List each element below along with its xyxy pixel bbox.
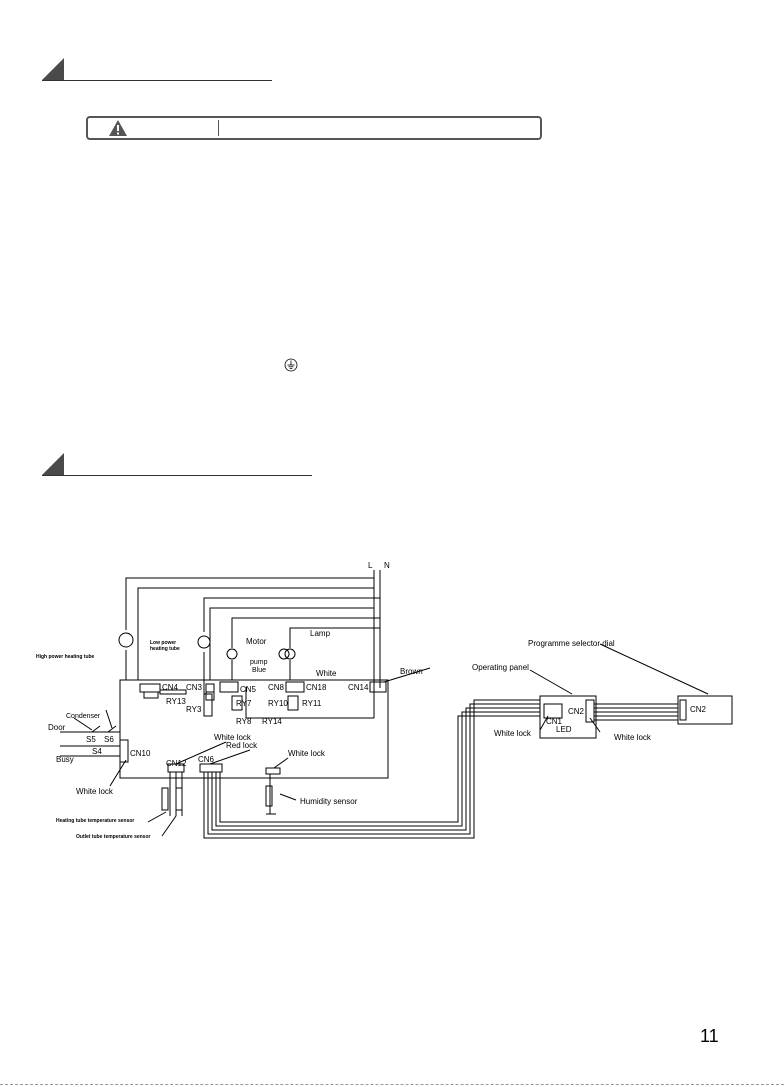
cn6-label: CN6 (198, 755, 215, 764)
warning-triangle-icon (109, 120, 127, 136)
motor-label: Motor (246, 637, 267, 646)
cn14-label: CN14 (348, 683, 369, 692)
wire-lamp (289, 627, 380, 648)
white-lock-panel-label: White lock (494, 729, 532, 738)
wire-high-power (125, 577, 374, 630)
ry7-label: RY7 (236, 699, 252, 708)
s6-label: S6 (104, 735, 114, 744)
warning-box-divider (218, 120, 219, 136)
cn8-label: CN8 (268, 683, 285, 692)
cn10-label: CN10 (130, 749, 151, 758)
section-header-rule (42, 80, 272, 81)
pump-label: pump (250, 659, 268, 666)
section-header-triangle (42, 58, 64, 80)
s5-label: S5 (86, 735, 96, 744)
ry3-label: RY3 (186, 705, 202, 714)
red-lock-label: Red lock (226, 741, 258, 750)
condenser-label: Condenser (66, 713, 101, 720)
lamp-label: Lamp (310, 629, 331, 638)
lamp-symbol (284, 648, 296, 660)
low-power-label-2: heating tube (150, 646, 180, 652)
ground-symbol-icon (284, 358, 298, 372)
cn2-selector-label: CN2 (690, 705, 707, 714)
cn12-label: CN12 (166, 759, 187, 768)
white-lock-selector-label: White lock (614, 733, 652, 742)
humidity-sensor-label: Humidity sensor (300, 797, 358, 806)
page-number: 11 (700, 1026, 719, 1046)
led-panel (539, 695, 597, 739)
high-power-heating-tube-label: High power heating tube (36, 654, 95, 660)
bottom-rule (0, 1084, 784, 1085)
cn4-label: CN4 (162, 683, 179, 692)
section-header-1 (42, 58, 272, 81)
door-label: Door (48, 723, 66, 732)
supply-n-label: N (384, 561, 390, 570)
s4-label: S4 (92, 747, 102, 756)
ry14-label: RY14 (262, 717, 282, 726)
cn6-connector (199, 763, 223, 773)
cn5-label: CN5 (240, 685, 257, 694)
white-wire-label: White (316, 669, 337, 678)
cn3-label: CN3 (186, 683, 203, 692)
programme-selector-dial-label: Programme selector dial (528, 639, 615, 648)
control-board (119, 679, 389, 779)
white-lock-humidity-label: White lock (288, 749, 326, 758)
low-power-label-1: Low power (150, 640, 176, 646)
section-header-rule (42, 475, 312, 476)
blue-label: Blue (252, 667, 266, 674)
wire-motor (231, 617, 380, 648)
busy-label: Busy (56, 755, 74, 764)
heating-tube-temp-sensor-label: Heating tube temperature sensor (56, 818, 134, 824)
cn2-led-label: CN2 (568, 707, 585, 716)
warning-box (86, 116, 542, 140)
white-lock-cn12-label: White lock (214, 733, 252, 742)
outlet-tube-temp-sensor-label: Outlet tube temperature sensor (76, 834, 151, 840)
ry10-label: RY10 (268, 699, 288, 708)
ry8-label: RY8 (236, 717, 252, 726)
supply-l-label: L (368, 561, 373, 570)
high-power-heating-tube-symbol (118, 632, 134, 648)
ry13-label: RY13 (166, 697, 186, 706)
motor-symbol (226, 648, 238, 660)
section-header-triangle (42, 453, 64, 475)
operating-panel-label: Operating panel (472, 663, 529, 672)
section-header-2 (42, 453, 312, 476)
cn10-connector (119, 739, 129, 763)
cn1-label: CN1 (546, 717, 563, 726)
ry11-label: RY11 (302, 699, 322, 708)
led-label: LED (556, 725, 572, 734)
programme-selector-dial-box (677, 695, 733, 725)
brown-wire-label: Brown (400, 667, 423, 676)
wire-low-power (203, 597, 380, 632)
wire-low-power-return (209, 607, 374, 680)
cn18-label: CN18 (306, 683, 327, 692)
low-power-heating-tube-symbol (197, 635, 211, 649)
white-lock-cn10-label: White lock (76, 787, 114, 796)
wiring-diagram: L N High power heating tube Low power he… (36, 561, 733, 840)
wire-high-power-return (137, 587, 374, 680)
